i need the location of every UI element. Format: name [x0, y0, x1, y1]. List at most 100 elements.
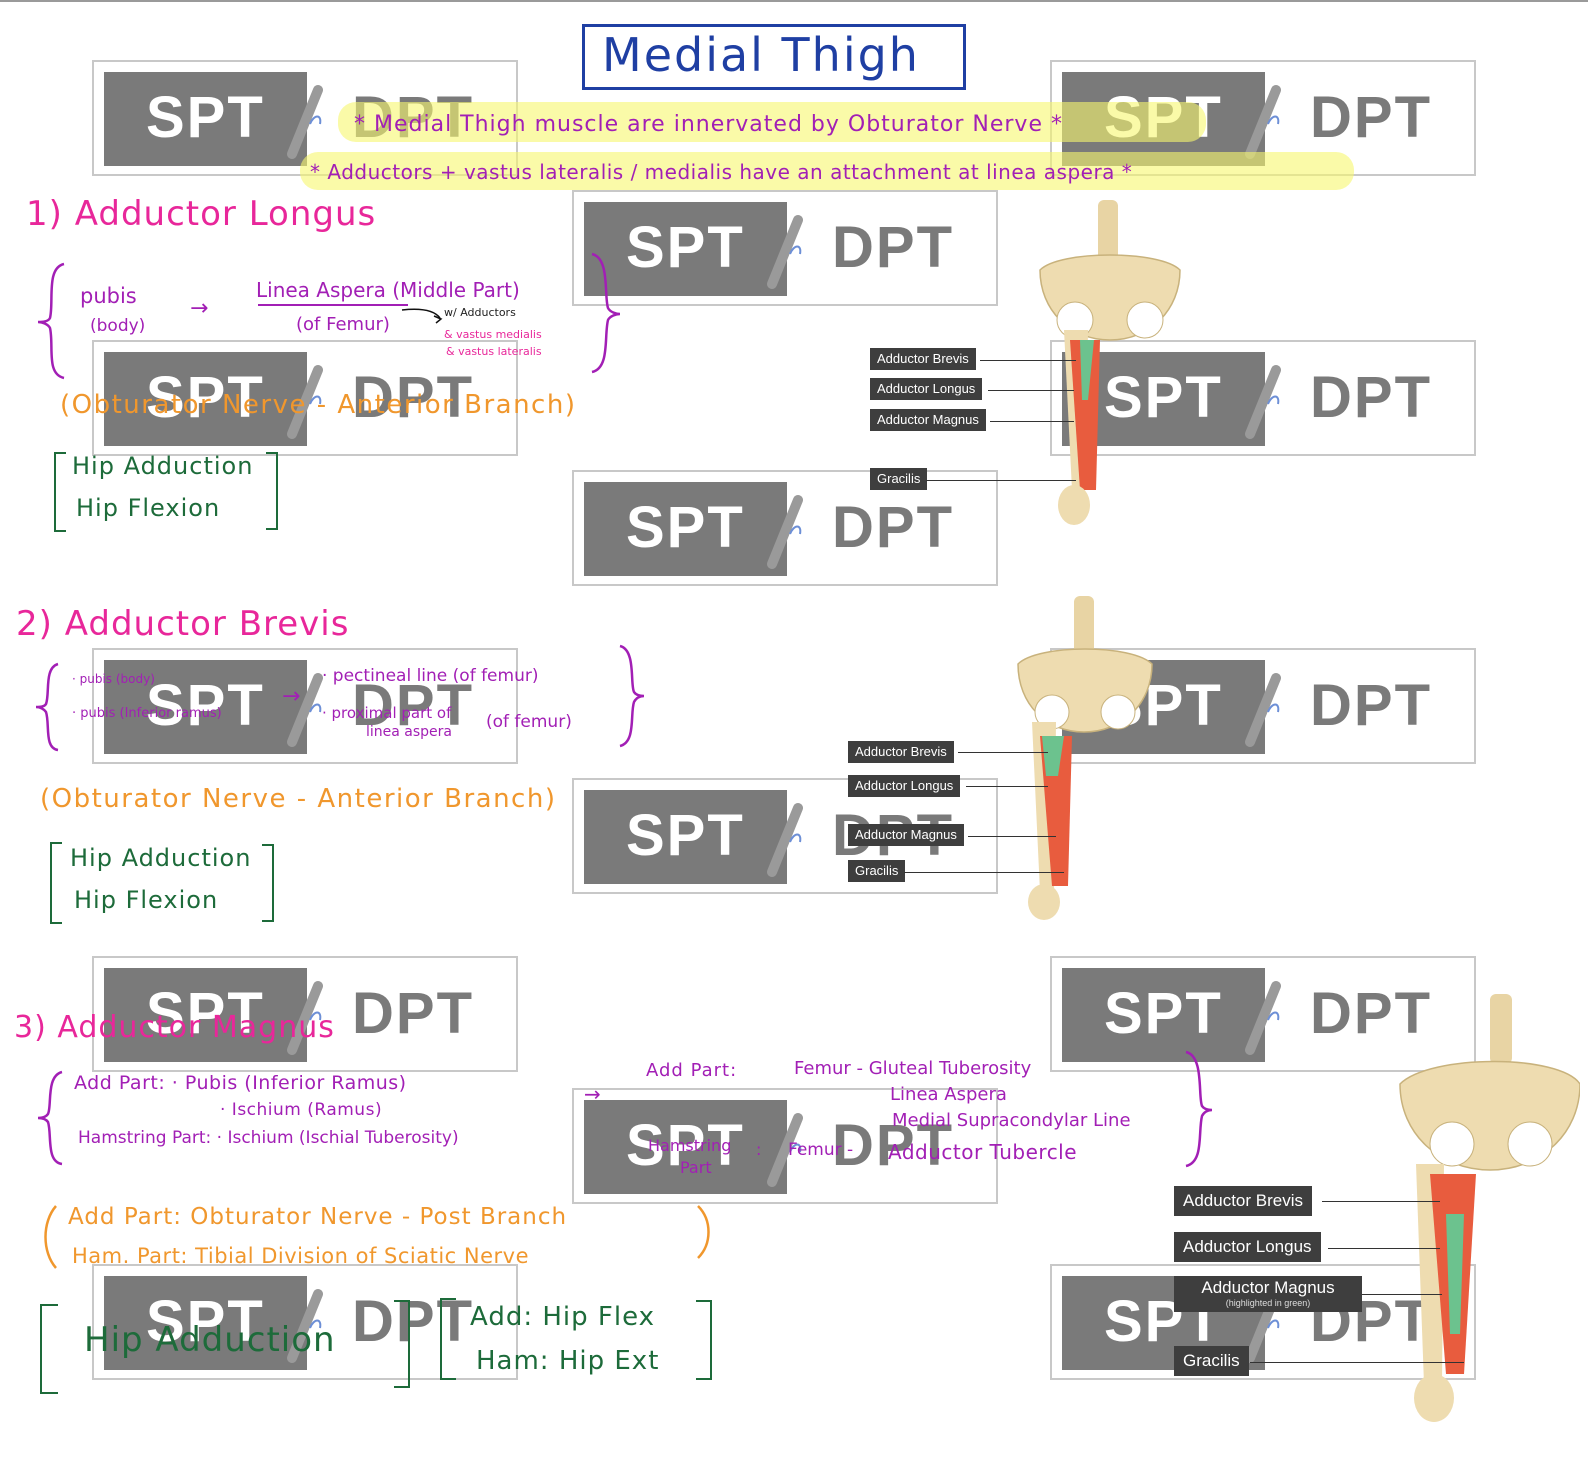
fig2-label-adductor-brevis: Adductor Brevis [848, 741, 954, 763]
s2-brace-right [619, 644, 645, 748]
s1-insertion-underline [258, 304, 408, 306]
watermark-slash-icon [767, 803, 803, 877]
s3-nerve-paren-left [44, 1205, 57, 1269]
note-attachment: * Adductors + vastus lateralis / mediali… [310, 160, 1133, 184]
watermark-spt-text: SPT [626, 495, 745, 560]
s3-nerve-2: Ham. Part: Tibial Division of Sciatic Ne… [72, 1244, 530, 1268]
s3-ins-add-2: Linea Aspera [890, 1084, 1007, 1105]
watermark-dpt-text: DPT [832, 1113, 954, 1178]
s1-insertion-2: (of Femur) [296, 314, 390, 335]
watermark-dpt-text: DPT [352, 673, 474, 738]
fig2-leader-1 [958, 752, 1048, 753]
fig2-leader-2 [966, 786, 1048, 787]
watermark-tile: SPT DPT [1050, 956, 1476, 1072]
watermark-spt-block: SPT [584, 790, 787, 884]
watermark-spt-text: SPT [146, 1289, 265, 1354]
s3-nerve-1: Add Part: Obturator Nerve - Post Branch [68, 1204, 568, 1230]
s2-action-bracket-left [50, 842, 62, 924]
watermark-slash-icon [1245, 673, 1281, 747]
fig1-label-gracilis: Gracilis [870, 468, 928, 490]
watermark-spt-block: SPT [104, 1276, 307, 1370]
fig3-label-adductor-brevis: Adductor Brevis [1174, 1186, 1312, 1216]
watermark-spt-block: SPT [584, 1100, 787, 1194]
watermark-spt-text: SPT [146, 365, 265, 430]
fig2-leader-3 [968, 836, 1056, 837]
s1-action-bracket-right [266, 452, 278, 530]
fig3-label-adductor-magnus: Adductor Magnus (highlighted in green) [1174, 1276, 1362, 1312]
fig1-label-adductor-brevis: Adductor Brevis [870, 348, 976, 370]
fig3-leader-4 [1250, 1362, 1464, 1363]
watermark-spt-text: SPT [626, 1113, 745, 1178]
watermark-spt-text: SPT [626, 215, 745, 280]
s3-action-add: Add: Hip Flex [470, 1302, 656, 1332]
fig2-label-adductor-magnus: Adductor Magnus [848, 824, 964, 846]
s2-insertion-3: linea aspera [366, 724, 453, 740]
fig1-label-adductor-longus: Adductor Longus [870, 378, 983, 400]
s3-nerve-paren-right [697, 1205, 710, 1259]
s2-brace-left [35, 662, 59, 752]
s1-nerve: (Obturator Nerve - Anterior Branch) [60, 390, 577, 420]
s3-ins-ham-label-1: Hamstring [648, 1136, 732, 1155]
s1-side-arrow [401, 308, 443, 324]
s3-origin-3: Hamstring Part: · Ischium (Ischial Tuber… [78, 1128, 459, 1148]
s3-arrow: → [584, 1082, 601, 1106]
fig3-label-highlight-note: (highlighted in green) [1225, 1298, 1311, 1308]
s1-action-2: Hip Flexion [76, 494, 221, 522]
watermark-slash-icon [767, 215, 803, 289]
watermark-spt-block: SPT [104, 660, 307, 754]
s1-side-1-text: w/ Adductors [444, 306, 516, 319]
watermark-spt-block: SPT [104, 72, 307, 166]
s2-arrow: → [282, 684, 301, 709]
s1-side-1: w/ Adductors [444, 306, 516, 319]
figure-3-skeleton [1399, 994, 1580, 1422]
s2-origin-1: · pubis (body) [72, 672, 155, 686]
watermark-dpt-text: DPT [1310, 85, 1432, 150]
note2-highlight [300, 152, 1354, 190]
watermark-dpt-text: DPT [832, 495, 954, 560]
s3-action-main-bracket-right [394, 1300, 410, 1388]
note-innervation: * Medial Thigh muscle are innervated by … [354, 112, 1063, 137]
s3-origin-2: · Ischium (Ramus) [220, 1100, 383, 1120]
s1-brace-right [591, 252, 621, 374]
s3-ins-add-1: Femur - Gluteal Tuberosity [794, 1058, 1032, 1079]
fig3-label-adductor-longus: Adductor Longus [1174, 1232, 1321, 1262]
watermark-spt-text: SPT [1104, 365, 1223, 430]
fig3-label-gracilis: Gracilis [1174, 1346, 1249, 1376]
watermark-slash-icon [1245, 85, 1281, 159]
fig2-label-gracilis: Gracilis [848, 860, 906, 882]
fig2-leader-4 [904, 872, 1064, 873]
watermark-dpt-text: DPT [352, 365, 474, 430]
s2-insertion-4: (of femur) [486, 712, 572, 732]
watermark-spt-text: SPT [146, 981, 265, 1046]
s3-action-main-bracket-left [40, 1304, 58, 1394]
s3-brace-left [37, 1070, 63, 1166]
s2-action-2: Hip Flexion [74, 886, 219, 914]
s3-origin-1: Add Part: · Pubis (Inferior Ramus) [74, 1072, 407, 1094]
watermark-slash-icon [287, 981, 323, 1055]
watermark-dpt-text: DPT [1310, 981, 1432, 1046]
fig3-leader-2 [1328, 1248, 1440, 1249]
s1-action-bracket-left [54, 452, 66, 532]
watermark-slash-icon [1245, 981, 1281, 1055]
s3-ins-add-label: Add Part: [646, 1060, 738, 1081]
figure-2-skeleton [1017, 596, 1153, 920]
s2-insertion-2: · proximal part of [322, 704, 452, 722]
title-box [582, 24, 966, 90]
s2-action-1: Hip Adduction [70, 844, 252, 872]
watermark-spt-block: SPT [584, 482, 787, 576]
top-border [0, 0, 1588, 2]
watermark-tile: SPT DPT [92, 648, 518, 764]
fig1-leader-3 [990, 421, 1074, 422]
s2-nerve: (Obturator Nerve - Anterior Branch) [40, 784, 557, 814]
watermark-spt-block: SPT [1062, 968, 1265, 1062]
s3-action-ham: Ham: Hip Ext [476, 1346, 660, 1376]
watermark-slash-icon [287, 673, 323, 747]
watermark-dpt-text: DPT [1310, 365, 1432, 430]
page-title: Medial Thigh [602, 28, 920, 82]
s2-action-bracket-right [262, 844, 274, 922]
fig2-label-adductor-longus: Adductor Longus [848, 775, 961, 797]
s1-origin-1: pubis [80, 284, 137, 308]
s3-ins-ham-2: Adductor Tubercle [888, 1140, 1078, 1164]
fig1-leader-1 [980, 360, 1076, 361]
